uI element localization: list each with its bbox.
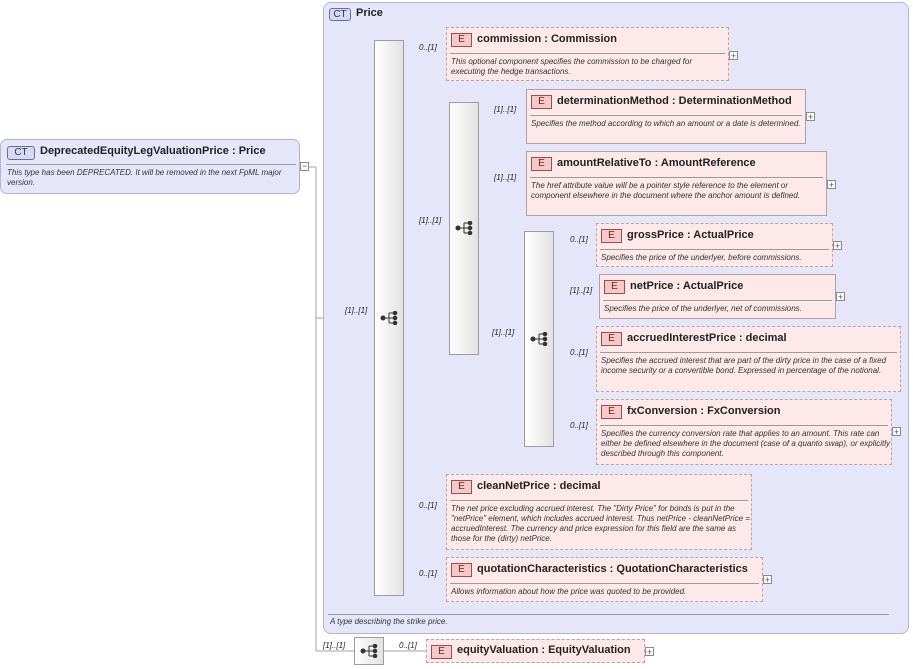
element-badge: E [604, 280, 625, 294]
element-title: determinationMethod : DeterminationMetho… [557, 95, 792, 107]
title-divider [603, 300, 832, 301]
expand-toggle[interactable]: + [833, 241, 842, 251]
element-title: commission : Commission [477, 33, 617, 45]
element-description: Specifies the method according to which … [531, 119, 801, 128]
cardinality-label: 0..[1] [570, 421, 588, 430]
root-type-title: DeprecatedEquityLegValuationPrice : Pric… [40, 145, 266, 157]
element-amount-relative-to[interactable]: E amountRelativeTo : AmountReference The… [526, 151, 827, 216]
element-title: grossPrice : ActualPrice [627, 229, 754, 241]
title-divider [530, 115, 802, 116]
expand-toggle[interactable]: + [827, 180, 836, 190]
element-title: quotationCharacteristics : QuotationChar… [477, 563, 748, 575]
element-description: Specifies the accrued interest that are … [601, 356, 887, 375]
complex-type-badge: CT [7, 146, 35, 160]
element-badge: E [451, 563, 472, 577]
element-equity-valuation[interactable]: E equityValuation : EquityValuation [426, 639, 645, 663]
title-divider [450, 583, 759, 584]
element-description: Specifies the price of the underlyer, be… [601, 253, 802, 262]
element-title: accruedInterestPrice : decimal [627, 332, 787, 344]
element-badge: E [451, 33, 472, 47]
cardinality-label: [1]..[1] [492, 328, 515, 337]
colon-separator: : [231, 145, 236, 157]
element-title: fxConversion : FxConversion [627, 405, 781, 417]
sequence-icon [380, 311, 398, 325]
expand-toggle[interactable]: + [645, 647, 654, 657]
cardinality-label: [1]..[1] [323, 641, 346, 650]
element-description: The href attribute value will be a point… [531, 181, 801, 200]
element-description: This optional component specifies the co… [451, 57, 693, 76]
element-badge: E [531, 95, 552, 109]
element-title: cleanNetPrice : decimal [477, 480, 601, 492]
element-commission[interactable]: E commission : Commission This optional … [446, 27, 729, 81]
element-title: netPrice : ActualPrice [630, 280, 744, 292]
price-type-footer: A type describing the strike price. [330, 617, 448, 626]
element-description: Specifies the price of the underlyer, ne… [604, 304, 802, 313]
root-type-type: Price [238, 145, 266, 157]
element-badge: E [601, 332, 622, 346]
expand-toggle[interactable]: + [892, 427, 901, 437]
cardinality-label: 0..[1] [399, 641, 417, 650]
choice-icon [455, 221, 473, 235]
element-gross-price[interactable]: E grossPrice : ActualPrice Specifies the… [596, 223, 833, 267]
expand-toggle[interactable]: + [836, 292, 845, 302]
element-badge: E [451, 480, 472, 494]
title-divider [6, 164, 296, 165]
footer-divider [328, 614, 889, 615]
cardinality-label: 0..[1] [419, 569, 437, 578]
element-badge: E [431, 645, 452, 659]
price-type-title: Price [356, 7, 383, 19]
element-quotation-characteristics[interactable]: E quotationCharacteristics : QuotationCh… [446, 557, 763, 602]
cardinality-label: 0..[1] [570, 235, 588, 244]
title-divider [600, 352, 897, 353]
title-divider [600, 425, 888, 426]
element-description: The net price excluding accrued interest… [451, 504, 750, 543]
cardinality-label: 0..[1] [419, 43, 437, 52]
element-description: Specifies the currency conversion rate t… [601, 429, 891, 458]
cardinality-label: [1]..[1] [345, 306, 368, 315]
title-divider [600, 249, 829, 250]
cardinality-label: 0..[1] [570, 348, 588, 357]
root-type-box[interactable]: CT DeprecatedEquityLegValuationPrice : P… [0, 139, 300, 194]
collapse-toggle[interactable]: − [300, 161, 309, 171]
choice-icon [530, 332, 548, 346]
element-title: amountRelativeTo : AmountReference [557, 157, 756, 169]
expand-toggle[interactable]: + [729, 51, 738, 61]
title-divider [530, 177, 823, 178]
title-divider [450, 500, 748, 501]
cardinality-label: [1]..[1] [494, 105, 517, 114]
root-type-name: DeprecatedEquityLegValuationPrice [40, 145, 229, 157]
title-divider [450, 53, 725, 54]
complex-type-badge: CT [329, 8, 351, 21]
cardinality-label: [1]..[1] [419, 216, 442, 225]
expand-toggle[interactable]: + [763, 575, 772, 585]
element-badge: E [601, 405, 622, 419]
element-accrued-interest-price[interactable]: E accruedInterestPrice : decimal Specifi… [596, 326, 901, 392]
element-badge: E [531, 157, 552, 171]
root-type-description: This type has been DEPRECATED. It will b… [7, 168, 282, 187]
sequence-icon [360, 644, 378, 658]
element-description: Allows information about how the price w… [451, 587, 687, 596]
cardinality-label: 0..[1] [419, 501, 437, 510]
element-title: equityValuation : EquityValuation [457, 644, 631, 656]
element-determination-method[interactable]: E determinationMethod : DeterminationMet… [526, 89, 806, 144]
cardinality-label: [1]..[1] [570, 286, 593, 295]
element-net-price[interactable]: E netPrice : ActualPrice Specifies the p… [599, 274, 836, 319]
element-fx-conversion[interactable]: E fxConversion : FxConversion Specifies … [596, 399, 892, 465]
expand-toggle[interactable]: + [806, 112, 815, 122]
element-clean-net-price[interactable]: E cleanNetPrice : decimal The net price … [446, 474, 752, 550]
element-badge: E [601, 229, 622, 243]
cardinality-label: [1]..[1] [494, 173, 517, 182]
